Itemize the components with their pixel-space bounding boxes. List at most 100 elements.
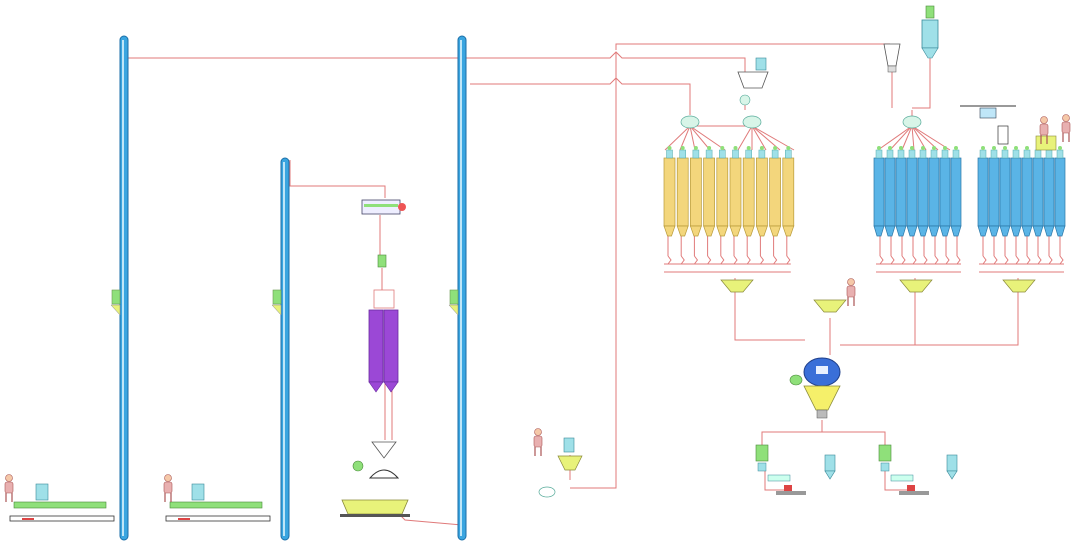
blue-group-a-bin-sensor-4 [921,146,925,150]
blue-group-b-bin-sensor-1 [992,146,996,150]
weigh-hopper-2 [1002,279,1036,293]
blue-group-a-bin-1 [884,157,896,227]
yellow-group-bin-cone-7 [755,225,768,237]
operator-2-legs [164,493,172,502]
blue-bins-b-valve-4 [1026,255,1031,265]
blue-group-b-bin-cone-0 [977,225,989,237]
yellow-group-bin-cone-0 [663,225,676,237]
operator-5-legs [1062,133,1070,142]
blue-group-a-bin-cone-6 [939,225,951,237]
yellow-group-bin-cone-2 [689,225,702,237]
elevator-1-inlet [111,289,121,305]
pipe-segment-11 [734,278,805,341]
blue-group-a-bin-vent-5 [930,149,938,159]
bucket-elevators [110,35,467,541]
yellow-group-bin-sensor-0 [667,146,672,150]
blue-bins-a-valve-6 [945,255,950,265]
process-equipment [9,5,1057,522]
pipe-segment-3 [615,43,890,50]
blue-group-a-bin-sensor-3 [910,146,914,150]
operator-4-body [846,285,856,298]
yellow-group-bin-2 [690,157,702,227]
blue-group-b-bin-vent-2 [1001,149,1009,159]
blue-group-a-bin-0 [873,157,885,227]
mixer-cone [803,385,841,411]
purple-bin-feed-frame [373,289,395,309]
yellow-group-bin-sensor-3 [707,146,712,150]
cyclone-valve [887,65,897,73]
blue-bins-a-valve-7 [956,255,961,265]
intake-pit-1-marker [22,518,34,520]
pipe-segment-24 [877,125,913,151]
elevator-3-inlet-chute [448,304,459,316]
filter-hopper [921,47,939,59]
weigh-hopper-1 [899,279,933,293]
pipe-segment-31 [912,55,931,109]
yellow-group-bin-vent-3 [705,149,713,159]
pipe-segment-12 [664,125,691,151]
intake-pit-2-hopper [191,483,205,501]
blue-bins-a-valve-2 [901,255,906,265]
operator-3-body [533,435,543,448]
blue-group-a-bin-vent-0 [875,149,883,159]
bucket-elevator-2-highlight [283,162,285,536]
yellow-group-bin-sensor-9 [786,146,791,150]
distributor-1 [742,115,762,129]
pipe-segment-1 [470,51,746,72]
blue-group-a-bin-cone-7 [950,225,962,237]
blue-group-a-bin-sensor-2 [899,146,903,150]
pipe-segment-36 [761,420,823,445]
yellow-group-bin-cone-6 [742,225,755,237]
pipe-segment-0 [127,40,470,59]
blue-group-a-bin-vent-2 [897,149,905,159]
blue-group-a-bin-cone-2 [895,225,907,237]
blue-group-b-bin-cone-4 [1021,225,1033,237]
pulse-dust-filter [921,19,939,49]
blue-bins-b-valve-0 [982,255,987,265]
yellow-group-bin-1 [676,157,689,227]
operator-2-head [164,474,172,482]
pipe-segment-28 [911,125,927,151]
blue-group-b-bin-cone-5 [1032,225,1044,237]
yellow-group-bin-4 [716,157,729,227]
mixer-motor [789,374,803,386]
yellow-bins-valve-4 [720,255,725,265]
elevator-2-inlet [272,289,282,305]
blue-group-b-bin-sensor-4 [1025,146,1029,150]
rotary-sieve-screen [364,204,398,207]
blue-bins-a-valve-3 [912,255,917,265]
yellow-group-bin-cone-3 [703,225,716,237]
blue-group-a-bin-vent-6 [941,149,949,159]
pipe-segment-2 [470,77,691,115]
station-hoist [979,107,997,119]
operator-4-legs [847,297,855,306]
bulk-silo-0 [824,454,836,472]
packer-2-conveyor [899,491,929,495]
pipe-segment-21 [751,125,795,151]
yellow-group-bin-vent-0 [666,149,673,159]
blue-group-a-bin-cone-5 [928,225,940,237]
blue-group-a-bin-sensor-7 [954,146,958,150]
micro-ingredient-scale [538,486,556,498]
yellow-group-bin-vent-4 [719,149,726,159]
blue-bins-a-valve-5 [934,255,939,265]
yellow-group-bin-vent-8 [771,149,779,159]
blue-group-b-bin-7 [1054,157,1066,227]
blue-group-b-bin-vent-1 [990,149,998,159]
blue-bins-b-valve-5 [1037,255,1042,265]
packer-2-sewer [890,474,914,482]
micro-ingredient-bin [563,437,575,453]
hammer-mill [368,469,400,479]
elevator-3-inlet [449,289,459,305]
yellow-group-bin-sensor-5 [733,146,738,150]
yellow-group-bin-3 [703,157,715,227]
operators [4,114,1071,502]
blue-group-a-bin-vent-7 [952,149,960,159]
yellow-group-bin-cone-9 [782,225,795,237]
blue-group-a-bin-sensor-5 [932,146,936,150]
pipe-segment-5 [289,160,386,198]
pipe-segment-13 [679,125,691,151]
purple-bin-2-cone [383,381,399,393]
intake-pit-2-marker [178,518,190,520]
